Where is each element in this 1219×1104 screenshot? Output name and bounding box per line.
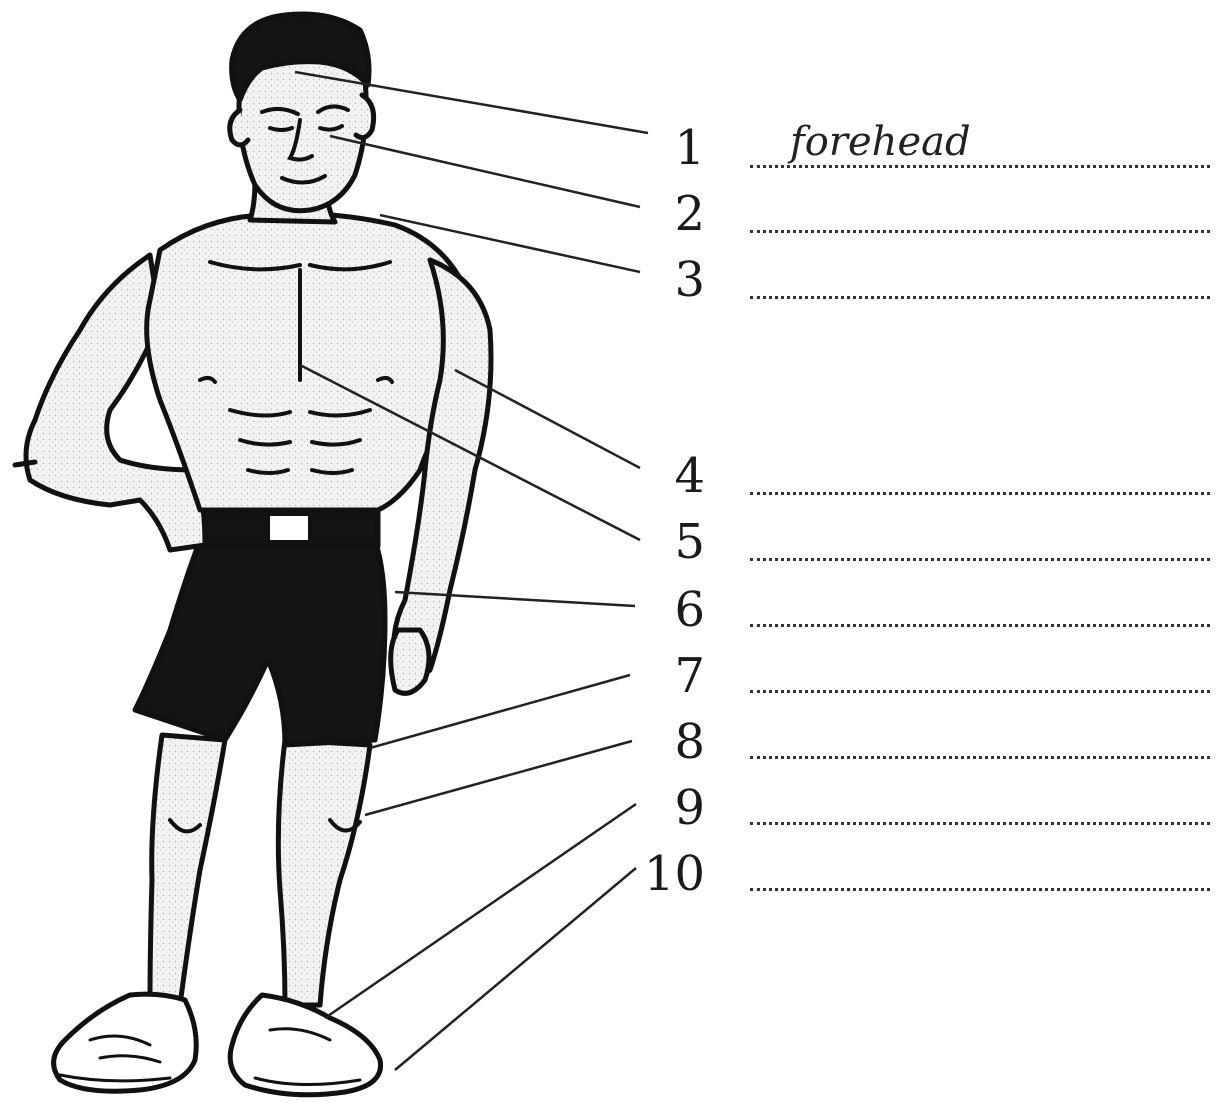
item-number: 8	[635, 718, 705, 766]
item-number: 2	[635, 190, 705, 238]
answer-blank-8[interactable]	[750, 756, 1210, 759]
handwritten-answer-1: forehead	[790, 122, 971, 162]
answer-blank-6[interactable]	[750, 624, 1210, 627]
answer-blank-2[interactable]	[750, 230, 1210, 233]
item-number: 7	[635, 652, 705, 700]
answer-blank-4[interactable]	[750, 492, 1210, 495]
answer-blank-7[interactable]	[750, 690, 1210, 693]
answer-blank-5[interactable]	[750, 558, 1210, 561]
item-number: 9	[635, 784, 705, 832]
item-number: 4	[635, 452, 705, 500]
item-number: 5	[635, 518, 705, 566]
answer-blank-1[interactable]	[750, 165, 1210, 168]
item-number: 10	[635, 850, 705, 898]
answer-blank-10[interactable]	[750, 888, 1210, 891]
item-number: 3	[635, 256, 705, 304]
answer-blank-9[interactable]	[750, 822, 1210, 825]
item-number: 1	[635, 124, 705, 172]
item-number: 6	[635, 586, 705, 634]
answer-blank-3[interactable]	[750, 296, 1210, 299]
